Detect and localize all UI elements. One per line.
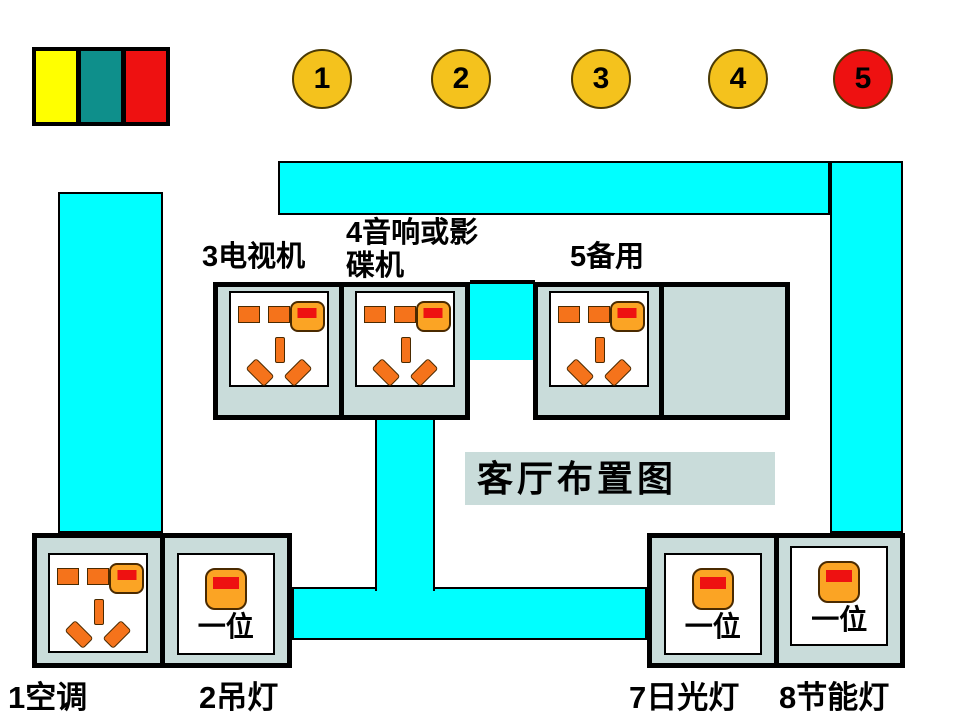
socket-pin-icon (409, 358, 438, 387)
duct-right-vertical (830, 161, 903, 533)
socket-ground-pin-icon (594, 337, 605, 363)
switch-face-energy-saving: 一位 (790, 546, 889, 646)
step-marker-5[interactable]: 5 (833, 49, 893, 109)
switch-panel-energy-saving: 一位 (773, 538, 901, 663)
legend-yellow-swatch (36, 51, 76, 122)
socket-ground-pin-icon (400, 337, 411, 363)
switch-face-fluorescent: 一位 (663, 553, 762, 655)
label-aircon: 1空调 (8, 680, 88, 715)
socket-pin-icon (87, 568, 110, 585)
legend-teal-swatch (81, 51, 121, 122)
step-marker-4[interactable]: 4 (708, 49, 768, 109)
blank-panel (659, 287, 785, 415)
one-gang-label: 一位 (811, 604, 868, 635)
switch-icon (415, 301, 451, 332)
socket-pin-icon (64, 620, 94, 649)
label-spare: 5备用 (570, 241, 645, 273)
switch-indicator-icon (423, 308, 443, 318)
diagram-title: 客厅布置图 (465, 452, 775, 505)
switch-indicator-icon (297, 308, 317, 318)
switch-indicator-icon (212, 577, 239, 589)
socket-pin-icon (283, 358, 312, 387)
switch-panel-chandelier: 一位 (159, 538, 288, 663)
socket-pin-icon (603, 358, 632, 387)
label-audio: 4音响或影 碟机 (346, 217, 479, 282)
duct-top-horizontal (278, 161, 830, 215)
label-tv: 3电视机 (202, 241, 306, 273)
socket-pin-icon (102, 620, 132, 649)
socket-pin-icon (245, 358, 274, 387)
one-gang-switch-icon (818, 561, 861, 603)
socket-panel-tv (218, 287, 339, 415)
label-energy-saving: 8节能灯 (779, 680, 890, 715)
label-chandelier: 2吊灯 (199, 680, 279, 715)
socket-group-spare (533, 282, 790, 420)
socket-pin-icon (557, 306, 580, 323)
socket-ground-pin-icon (94, 599, 105, 625)
socket-pin-icon (363, 306, 386, 323)
socket-pin-icon (565, 358, 594, 387)
socket-pin-icon (371, 358, 400, 387)
panel-group-aircon-chandelier: 一位 (32, 533, 292, 668)
switch-indicator-icon (617, 308, 637, 318)
socket-pin-icon (57, 568, 80, 585)
duct-top-connector (470, 280, 535, 360)
one-gang-label: 一位 (197, 611, 254, 642)
socket-panel-audio (339, 287, 465, 415)
one-gang-label: 一位 (684, 611, 741, 642)
socket-ground-pin-icon (274, 337, 285, 363)
switch-icon (109, 563, 145, 594)
socket-group-tv-audio (213, 282, 470, 420)
duct-bottom-horizontal (292, 587, 647, 640)
duct-middle-vertical (375, 420, 435, 591)
socket-face-spare (548, 291, 649, 387)
socket-pin-icon (587, 306, 610, 323)
step-marker-2[interactable]: 2 (431, 49, 491, 109)
legend-red-swatch (126, 51, 166, 122)
one-gang-switch-icon (204, 568, 247, 610)
one-gang-switch-icon (691, 568, 734, 610)
switch-icon (289, 301, 325, 332)
socket-face-tv (228, 291, 329, 387)
switch-indicator-icon (699, 577, 726, 589)
socket-pin-icon (237, 306, 260, 323)
socket-face-aircon (48, 553, 149, 653)
socket-face-audio (354, 291, 455, 387)
switch-icon (609, 301, 645, 332)
switch-panel-fluorescent: 一位 (652, 538, 774, 663)
step-marker-3[interactable]: 3 (571, 49, 631, 109)
socket-pin-icon (393, 306, 416, 323)
socket-pin-icon (267, 306, 290, 323)
switch-face-chandelier: 一位 (176, 553, 275, 655)
color-legend (32, 47, 170, 126)
duct-left-vertical (58, 192, 163, 533)
switch-indicator-icon (826, 570, 853, 582)
socket-panel-spare (538, 287, 659, 415)
switch-indicator-icon (117, 570, 137, 580)
socket-panel-aircon (37, 538, 160, 663)
panel-group-lamps: 一位 一位 (647, 533, 905, 668)
label-fluorescent: 7日光灯 (629, 680, 740, 715)
step-marker-1[interactable]: 1 (292, 49, 352, 109)
